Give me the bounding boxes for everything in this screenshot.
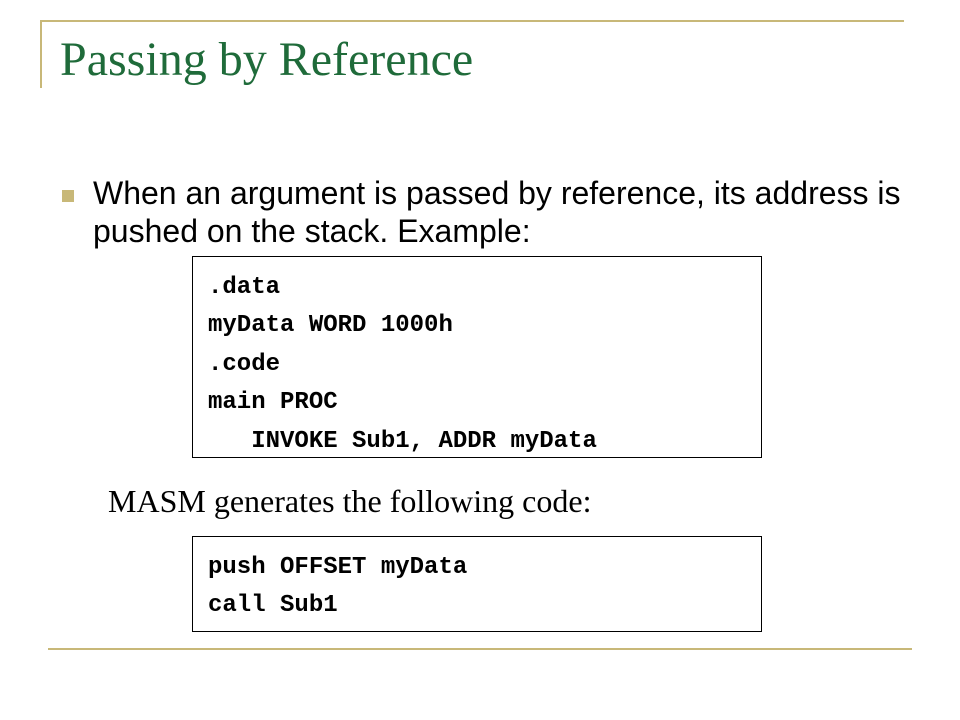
code-line: main PROC bbox=[208, 389, 338, 417]
slide-title: Passing by Reference bbox=[60, 33, 474, 86]
code-block-generated: push OFFSET myData call Sub1 bbox=[192, 536, 762, 632]
code-line: .code bbox=[208, 350, 281, 378]
bottom-rule bbox=[48, 648, 912, 650]
code-line: myData WORD 1000h bbox=[208, 312, 453, 340]
top-rule bbox=[40, 20, 904, 22]
code-line: INVOKE Sub1, ADDR myData bbox=[208, 427, 597, 455]
left-rule bbox=[40, 20, 42, 88]
bullet-square-icon bbox=[62, 190, 74, 202]
caption-text: MASM generates the following code: bbox=[108, 483, 592, 519]
code-line: call Sub1 bbox=[208, 592, 338, 620]
code-line: .data bbox=[208, 274, 281, 301]
bullet-text: When an argument is passed by reference,… bbox=[93, 175, 901, 249]
code-block-source: .data myData WORD 1000h .code main PROC … bbox=[192, 256, 762, 458]
code-line: push OFFSET myData bbox=[208, 554, 468, 581]
